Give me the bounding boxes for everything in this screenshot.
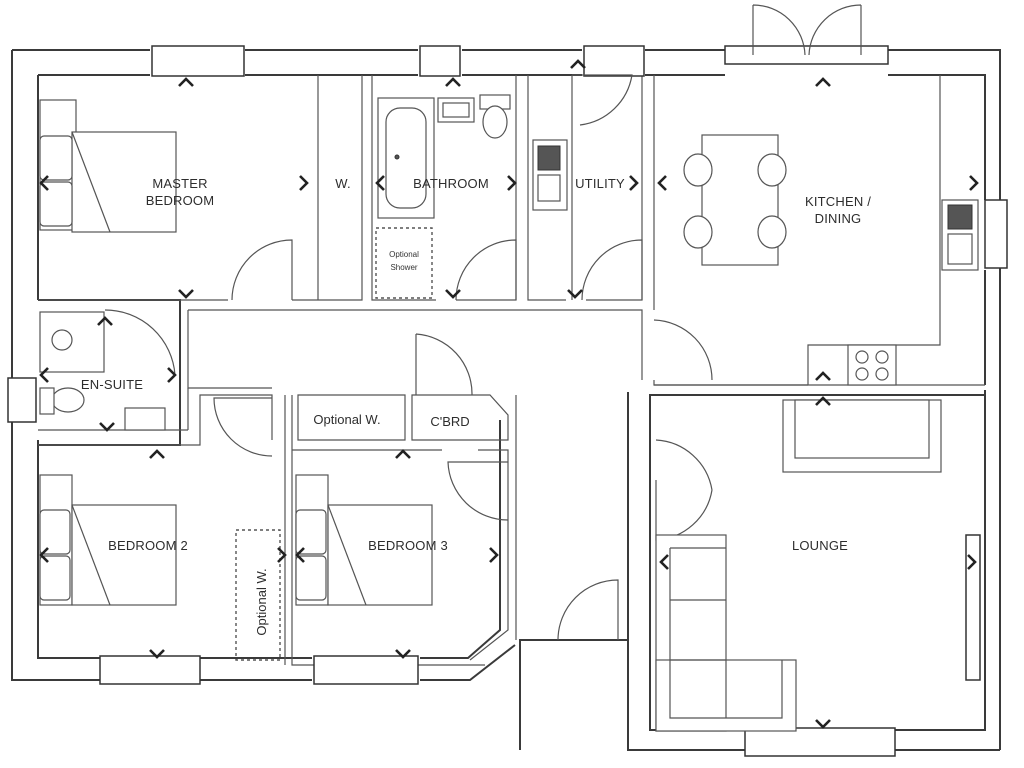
patio-doors xyxy=(724,4,889,65)
bedroom2-bed xyxy=(39,474,177,606)
label-cupboard: C'BRD xyxy=(430,414,469,429)
label-lounge: LOUNGE xyxy=(792,538,848,553)
master-bed xyxy=(39,99,177,233)
windows xyxy=(7,45,1008,757)
ensuite-shower xyxy=(39,311,105,373)
optional-shower-outline xyxy=(375,227,433,299)
ensuite-basin xyxy=(124,407,166,431)
label-kitchen-dining-line1: KITCHEN / xyxy=(805,194,871,209)
optional-wardrobe-side-outline xyxy=(235,529,281,661)
ensuite-toilet xyxy=(39,387,85,415)
window-master xyxy=(151,45,245,77)
window-kitchen xyxy=(984,199,1008,269)
bathtub xyxy=(377,97,435,219)
window-bedroom2 xyxy=(99,655,201,685)
bathroom-basin xyxy=(437,97,475,123)
label-wardrobe: W. xyxy=(335,176,351,191)
label-optional-shower-line1: Optional xyxy=(389,250,419,259)
label-bedroom-3: BEDROOM 3 xyxy=(368,538,448,553)
outer-walls xyxy=(11,49,1001,751)
bedroom3-bed xyxy=(295,474,433,606)
utility-sink xyxy=(532,139,568,211)
label-optional-w-side: Optional W. xyxy=(254,568,269,635)
window-bedroom3 xyxy=(313,655,419,685)
window-lounge xyxy=(744,727,896,757)
window-arrows xyxy=(39,59,979,729)
window-bathroom xyxy=(419,45,461,77)
label-optional-shower-line2: Shower xyxy=(390,263,417,272)
window-lounge-side xyxy=(965,534,981,681)
label-bedroom-2: BEDROOM 2 xyxy=(108,538,188,553)
label-master-bedroom-line1: MASTER xyxy=(152,176,207,191)
label-kitchen-dining-line2: DINING xyxy=(815,211,862,226)
room-labels: MASTER BEDROOM W. BATHROOM Optional Show… xyxy=(81,176,871,636)
window-ensuite xyxy=(7,377,37,423)
kitchen-sink xyxy=(941,199,979,271)
label-optional-w-top: Optional W. xyxy=(313,412,380,427)
label-en-suite: EN-SUITE xyxy=(81,377,143,392)
lounge-corner-sofa xyxy=(655,534,797,732)
label-master-bedroom-line2: BEDROOM xyxy=(146,193,215,208)
lounge-sofa xyxy=(782,399,942,473)
hob xyxy=(847,344,897,386)
label-utility: UTILITY xyxy=(575,176,625,191)
label-bathroom: BATHROOM xyxy=(413,176,489,191)
bathroom-toilet xyxy=(479,94,511,139)
dining-table xyxy=(683,134,787,266)
window-utility xyxy=(583,45,645,77)
door-swings xyxy=(104,74,713,641)
